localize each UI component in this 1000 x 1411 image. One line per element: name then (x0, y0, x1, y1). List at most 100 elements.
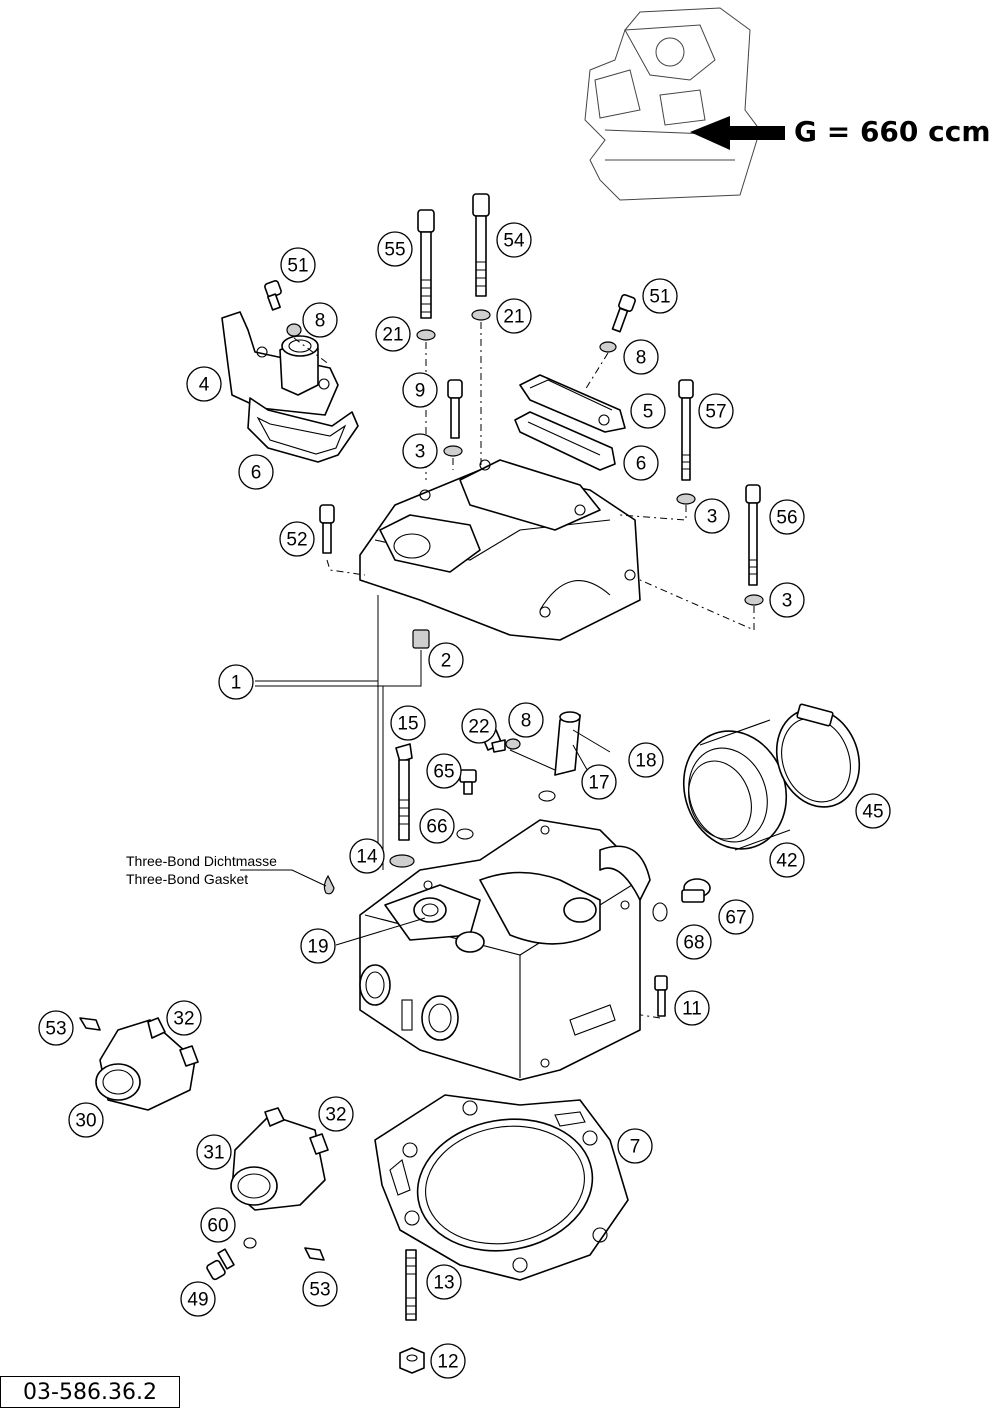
callout-11: 11 (674, 990, 710, 1026)
callout-circle (426, 1264, 462, 1300)
callout-circle (402, 433, 438, 469)
callout-53: 53 (38, 1010, 74, 1046)
callout-49: 49 (180, 1281, 216, 1317)
capacity-label: G = 660 ccm (794, 115, 991, 148)
callout-8: 8 (302, 302, 338, 338)
callout-number: 19 (307, 937, 328, 958)
callout-circle (496, 298, 532, 334)
o-ring-68 (652, 902, 668, 922)
callout-1: 1 (218, 664, 254, 700)
note-leader (240, 869, 327, 887)
intake-flange-30 (95, 1017, 199, 1111)
callout-circle (349, 838, 385, 874)
callout-number: 67 (725, 908, 746, 929)
plug-67 (681, 878, 711, 903)
callout-circle (694, 498, 730, 534)
washer-8a (286, 323, 302, 337)
callout-circle (302, 1271, 338, 1307)
callout-number: 32 (325, 1105, 346, 1126)
note-line-german: Three-Bond Dichtmasse (126, 853, 277, 869)
arrow-icon (690, 116, 785, 150)
callout-56: 56 (769, 499, 805, 535)
callout-number: 55 (384, 240, 405, 261)
callout-42: 42 (769, 842, 805, 878)
sealant-note: Three-Bond Dichtmasse Three-Bond Gasket (126, 852, 277, 888)
callout-number: 2 (441, 651, 452, 672)
camshaft-carrier (359, 459, 641, 641)
callout-number: 11 (682, 999, 702, 1020)
callout-number: 49 (187, 1290, 208, 1311)
washer-14 (389, 854, 415, 868)
callout-number: 51 (287, 256, 308, 277)
o-ring-66 (456, 828, 474, 840)
callout-circle (642, 278, 678, 314)
callout-number: 7 (630, 1137, 641, 1158)
sealant-drop (323, 874, 335, 895)
callout-circle (196, 1134, 232, 1170)
callout-circle (300, 928, 336, 964)
callout-19-leader (335, 917, 426, 946)
callout-52: 52 (279, 521, 315, 557)
callout-54: 54 (496, 222, 532, 258)
callout-60: 60 (200, 1207, 236, 1243)
callout-circle (402, 372, 438, 408)
head-gasket-7 (374, 1094, 629, 1281)
washer-3c (744, 594, 764, 606)
callout-circle (769, 499, 805, 535)
callout-number: 31 (203, 1143, 224, 1164)
note-line-english: Three-Bond Gasket (126, 871, 249, 887)
callout-number: 53 (309, 1280, 330, 1301)
callout-32: 32 (318, 1096, 354, 1132)
callout-number: 15 (397, 714, 418, 735)
callout-circle (426, 753, 462, 789)
callout-32: 32 (166, 1000, 202, 1036)
callout-circle (180, 1281, 216, 1317)
callout-number: 32 (173, 1009, 194, 1030)
cover-5 (519, 374, 626, 433)
callout-45: 45 (855, 793, 891, 829)
callout-circle (377, 231, 413, 267)
callout-number: 66 (426, 817, 447, 838)
document-reference: 03-586.36.2 (0, 1376, 180, 1408)
callout-circle (38, 1010, 74, 1046)
callout-7: 7 (617, 1128, 653, 1164)
callout-9: 9 (402, 372, 438, 408)
callout-circle (218, 664, 254, 700)
guide-line (619, 505, 687, 521)
callout-circle (769, 842, 805, 878)
callout-5: 5 (630, 393, 666, 429)
callout-12: 12 (430, 1343, 466, 1379)
callout-number: 12 (437, 1352, 458, 1373)
callout-31: 31 (196, 1134, 232, 1170)
callout-51: 51 (280, 247, 316, 283)
callout-circle (718, 899, 754, 935)
callout-number: 3 (707, 507, 718, 528)
bolt-55 (417, 209, 435, 319)
washer-8c (505, 738, 521, 750)
screw-65 (459, 769, 477, 795)
callout-circle (698, 393, 734, 429)
callout-68: 68 (676, 924, 712, 960)
callout-3: 3 (694, 498, 730, 534)
callout-3: 3 (769, 582, 805, 618)
stud-13 (405, 1249, 417, 1321)
callout-number: 9 (415, 381, 426, 402)
intake-flange-31 (230, 1107, 329, 1211)
washer-3a (443, 445, 463, 457)
callout-1-leader (255, 595, 422, 870)
sleeve-18 (554, 711, 581, 776)
callout-circle (318, 1096, 354, 1132)
callout-number: 1 (231, 673, 242, 694)
callout-number: 8 (636, 348, 647, 369)
callout-19: 19 (300, 928, 336, 964)
clip-53a (79, 1017, 101, 1031)
callout-circle (461, 708, 497, 744)
callout-number: 51 (649, 287, 670, 308)
callout-number: 45 (862, 802, 883, 823)
bolt-52 (319, 504, 335, 554)
callout-15: 15 (390, 705, 426, 741)
callout-number: 42 (776, 851, 797, 872)
callout-number: 13 (433, 1273, 454, 1294)
callout-4: 4 (186, 366, 222, 402)
callout-circle (630, 393, 666, 429)
